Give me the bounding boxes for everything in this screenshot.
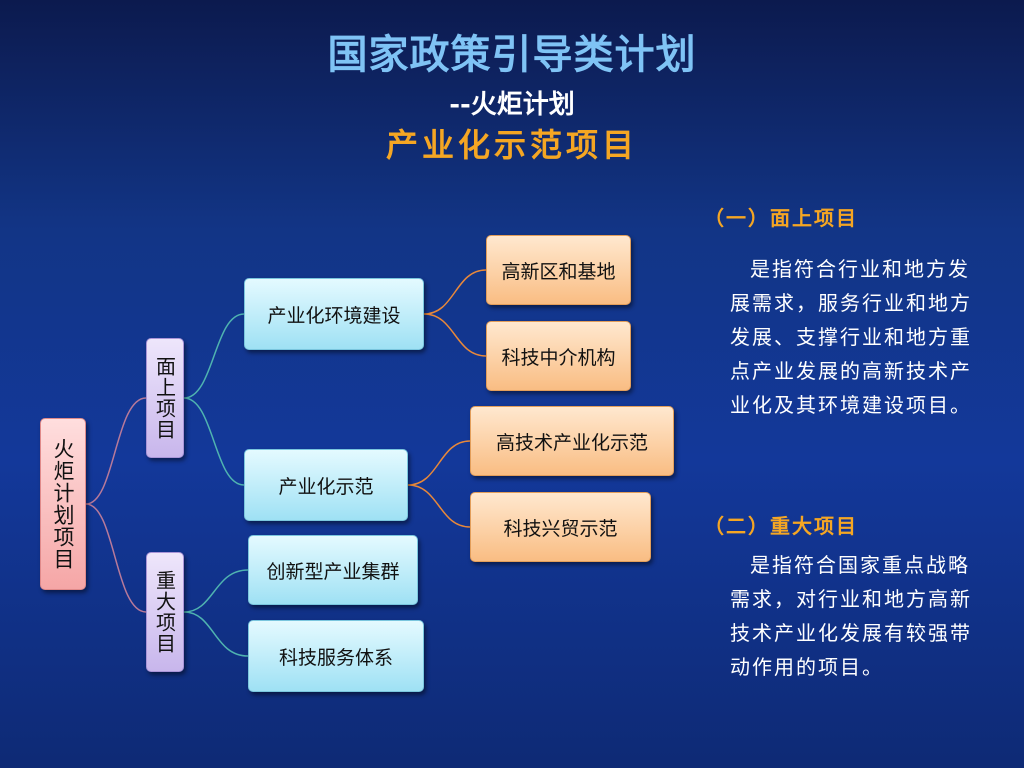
- link-root-to-zhongda: [85, 503, 147, 613]
- link-demo-to-trade: [407, 484, 471, 528]
- link-root-to-mianshang: [85, 397, 147, 505]
- section-title: 产业化示范项目: [385, 126, 638, 164]
- link-env-to-zone: [423, 269, 487, 315]
- node-tech-agency: 科技中介机构: [486, 321, 631, 391]
- node-industrialization-demo: 产业化示范: [244, 449, 408, 521]
- node-hitech-zone: 高新区和基地: [486, 235, 631, 305]
- node-zhongda-project: 重大项目: [146, 552, 184, 672]
- text-zhongda: 是指符合国家重点战略需求，对行业和地方高新技术产业化发展有较强带动作用的项目。: [730, 553, 972, 679]
- node-hitech-industrialization-demo: 高技术产业化示范: [470, 406, 674, 476]
- node-industrialization-environment: 产业化环境建设: [244, 278, 424, 350]
- node-root-torch-plan: 火炬计划项目: [40, 418, 86, 590]
- heading-mianshang: （一）面上项目: [704, 206, 858, 230]
- link-demo-to-hitech: [407, 440, 471, 486]
- heading-zhongda: （二）重大项目: [704, 514, 858, 538]
- link-env-to-agency: [423, 313, 487, 357]
- page-subtitle: --火炬计划: [449, 90, 575, 120]
- node-tech-trade-demo: 科技兴贸示范: [470, 492, 651, 562]
- link-mianshang-to-env: [183, 313, 245, 399]
- link-zhongda-to-service: [183, 611, 249, 657]
- node-tech-service-system: 科技服务体系: [248, 620, 424, 692]
- link-mianshang-to-demo: [183, 397, 245, 486]
- link-zhongda-to-cluster: [183, 569, 249, 613]
- node-innovative-cluster: 创新型产业集群: [248, 535, 418, 605]
- page-title: 国家政策引导类计划: [327, 32, 697, 78]
- node-mianshang-project: 面上项目: [146, 338, 184, 458]
- text-mianshang: 是指符合行业和地方发展需求，服务行业和地方发展、支撑行业和地方重点产业发展的高新…: [730, 257, 972, 417]
